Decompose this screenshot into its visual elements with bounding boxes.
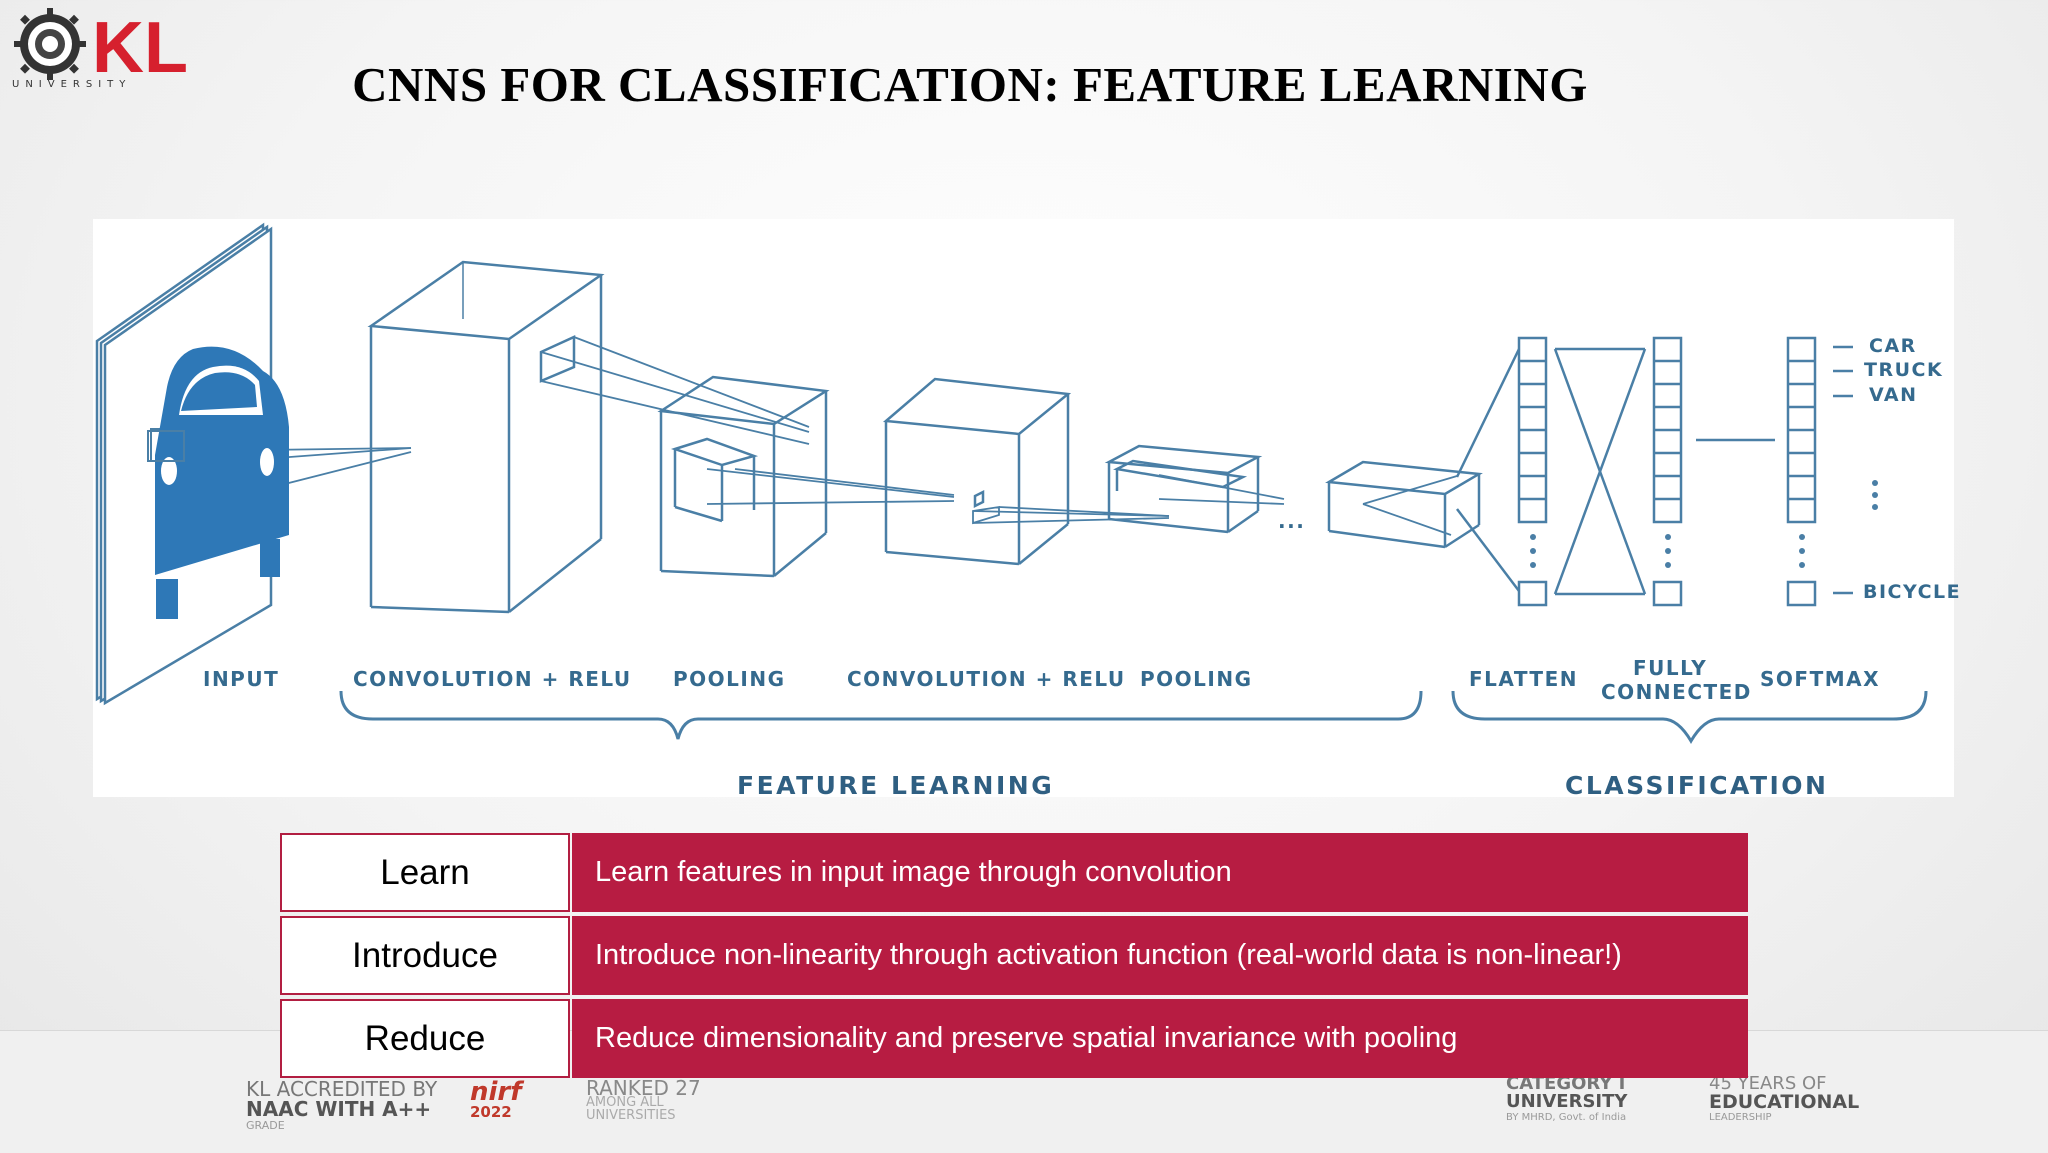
receptive-field-rays: [185, 336, 1458, 536]
stage-label-pool1: POOLING: [673, 667, 786, 691]
nirf-year: 2022: [470, 1103, 512, 1121]
group-label-classification: CLASSIFICATION: [1565, 771, 1829, 800]
category-text-1: CATEGORY I: [1506, 1073, 1626, 1094]
class-label-car: CAR: [1869, 335, 1917, 357]
softmax-column: [1786, 336, 1853, 607]
class-label-van: VAN: [1869, 384, 1918, 406]
row-term: Learn: [280, 833, 570, 912]
group-label-feature-learning: FEATURE LEARNING: [737, 771, 1055, 800]
stage-label-fully-connected-line1: FULLY: [1633, 656, 1708, 680]
row-description: Introduce non-linearity through activati…: [572, 916, 1748, 995]
stage-label-conv2: CONVOLUTION + RELU: [847, 667, 1126, 691]
conv2-volume: [882, 377, 1072, 566]
category-text-3: BY MHRD, Govt. of India: [1506, 1112, 1627, 1123]
nirf-logo: nirf: [470, 1077, 522, 1107]
stage-label-fully-connected-line2: CONNECTED: [1601, 680, 1752, 704]
slide-title: CNNS FOR CLASSIFICATION: FEATURE LEARNIN…: [352, 57, 1588, 112]
pool2-volume: [1104, 444, 1263, 534]
ellipsis-dots: [1530, 480, 1878, 568]
final-feature-volume: [1325, 460, 1483, 549]
conv1-volume: [367, 260, 605, 614]
pool1-volume: [657, 375, 830, 578]
table-row: Reduce Reduce dimensionality and preserv…: [280, 999, 1748, 1078]
years-text-2: EDUCATIONAL: [1709, 1091, 1860, 1113]
stage-label-flatten: FLATTEN: [1469, 667, 1578, 691]
kl-university-logo: KL: [12, 6, 222, 96]
stage-label-softmax: SOFTMAX: [1760, 667, 1881, 691]
cnn-architecture-diagram: ... INPUT CONVOLUTION + RELU POOLING CON…: [93, 219, 1960, 800]
stage-label-pool2: POOLING: [1140, 667, 1253, 691]
naac-text-1: KL ACCREDITED BY: [246, 1077, 438, 1101]
stage-label-input: INPUT: [203, 667, 280, 691]
nirf-rank-text-1: RANKED 27: [586, 1076, 701, 1100]
row-description: Learn features in input image through co…: [572, 833, 1748, 912]
nirf-rank-text-2: AMONG ALL: [586, 1095, 664, 1110]
class-label-bicycle: BICYCLE: [1863, 581, 1962, 603]
table-row: Introduce Introduce non-linearity throug…: [280, 916, 1748, 995]
row-term: Reduce: [280, 999, 570, 1078]
feature-learning-brace: [339, 690, 1423, 740]
fully-connected-column: [1553, 336, 1775, 607]
years-text-3: LEADERSHIP: [1709, 1112, 1772, 1123]
naac-text-2: NAAC WITH A++: [246, 1097, 432, 1121]
category-text-2: UNIVERSITY: [1506, 1091, 1628, 1112]
flatten-column: [1455, 336, 1548, 607]
ellipsis-label: ...: [1278, 509, 1306, 533]
years-text-1: 45 YEARS OF: [1709, 1073, 1827, 1094]
logo-text: KL: [92, 8, 188, 86]
car-icon: [147, 346, 289, 619]
stage-label-conv1: CONVOLUTION + RELU: [353, 667, 632, 691]
nirf-rank-text-3: UNIVERSITIES: [586, 1108, 676, 1123]
class-label-truck: TRUCK: [1864, 359, 1944, 381]
classification-brace: [1451, 690, 1928, 744]
logo-subtext: UNIVERSITY: [12, 79, 132, 90]
row-term: Introduce: [280, 916, 570, 995]
naac-text-3: GRADE: [246, 1119, 285, 1132]
table-row: Learn Learn features in input image thro…: [280, 833, 1748, 912]
row-description: Reduce dimensionality and preserve spati…: [572, 999, 1748, 1078]
cnn-diagram-graphics: [95, 222, 1928, 744]
